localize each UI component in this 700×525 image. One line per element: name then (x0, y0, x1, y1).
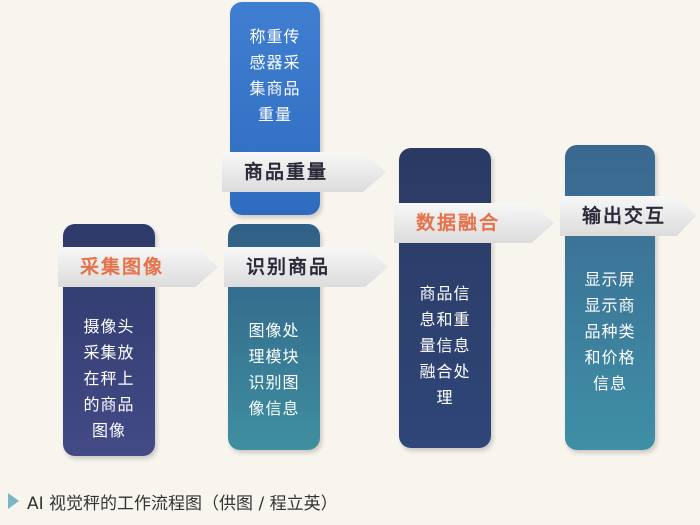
arrow-label-identify-product: 识别商品 (224, 247, 388, 287)
data-fusion-block: 商品信 息和重 量信息 融合处 理 (399, 148, 491, 448)
arrow-label-capture-image: 采集图像 (58, 247, 218, 287)
caption-text: AI 视觉秤的工作流程图（供图 / 程立英） (27, 493, 338, 514)
camera-collect-text: 摄像头 采集放 在秤上 的商品 图像 (83, 317, 135, 440)
display-output-text: 显示屏 显示商 品种类 和价格 信息 (584, 270, 636, 393)
arrow-label-product-weight: 商品重量 (222, 152, 386, 192)
display-output-block: 显示屏 显示商 品种类 和价格 信息 (565, 145, 655, 450)
weighing-sensor-text: 称重传 感器采 集商品 重量 (249, 27, 301, 124)
arrow-label-output-interaction: 输出交互 (560, 196, 696, 236)
data-fusion-text: 商品信 息和重 量信息 融合处 理 (419, 284, 471, 407)
figure-caption: AI 视觉秤的工作流程图（供图 / 程立英） (8, 487, 338, 515)
play-triangle-icon (8, 493, 19, 509)
arrow-label-data-fusion: 数据融合 (394, 203, 554, 243)
image-processing-text: 图像处 理模块 识别图 像信息 (248, 321, 300, 418)
